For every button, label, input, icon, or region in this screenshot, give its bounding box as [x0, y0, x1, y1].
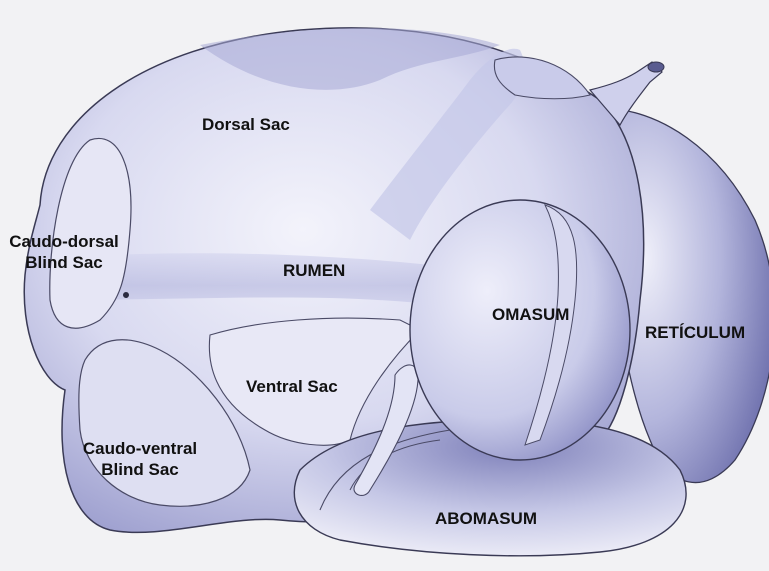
label-dorsal-sac: Dorsal Sac — [202, 114, 290, 135]
label-rumen: RUMEN — [283, 260, 345, 281]
label-caudo-dorsal-line2: Blind Sac — [4, 252, 124, 273]
omasum-shape — [410, 200, 630, 460]
label-omasum: OMASUM — [492, 304, 569, 325]
sac-junction-mark — [123, 292, 129, 298]
label-caudo-dorsal-line1: Caudo-dorsal — [4, 231, 124, 252]
label-caudo-dorsal-blind-sac: Caudo-dorsal Blind Sac — [4, 231, 124, 273]
label-abomasum: ABOMASUM — [435, 508, 537, 529]
label-caudo-ventral-blind-sac: Caudo-ventral Blind Sac — [64, 438, 216, 480]
label-caudo-ventral-line2: Blind Sac — [64, 459, 216, 480]
label-ventral-sac: Ventral Sac — [246, 376, 338, 397]
label-reticulum: RETÍCULUM — [645, 322, 745, 343]
label-caudo-ventral-line1: Caudo-ventral — [64, 438, 216, 459]
esophagus-opening — [648, 62, 664, 72]
